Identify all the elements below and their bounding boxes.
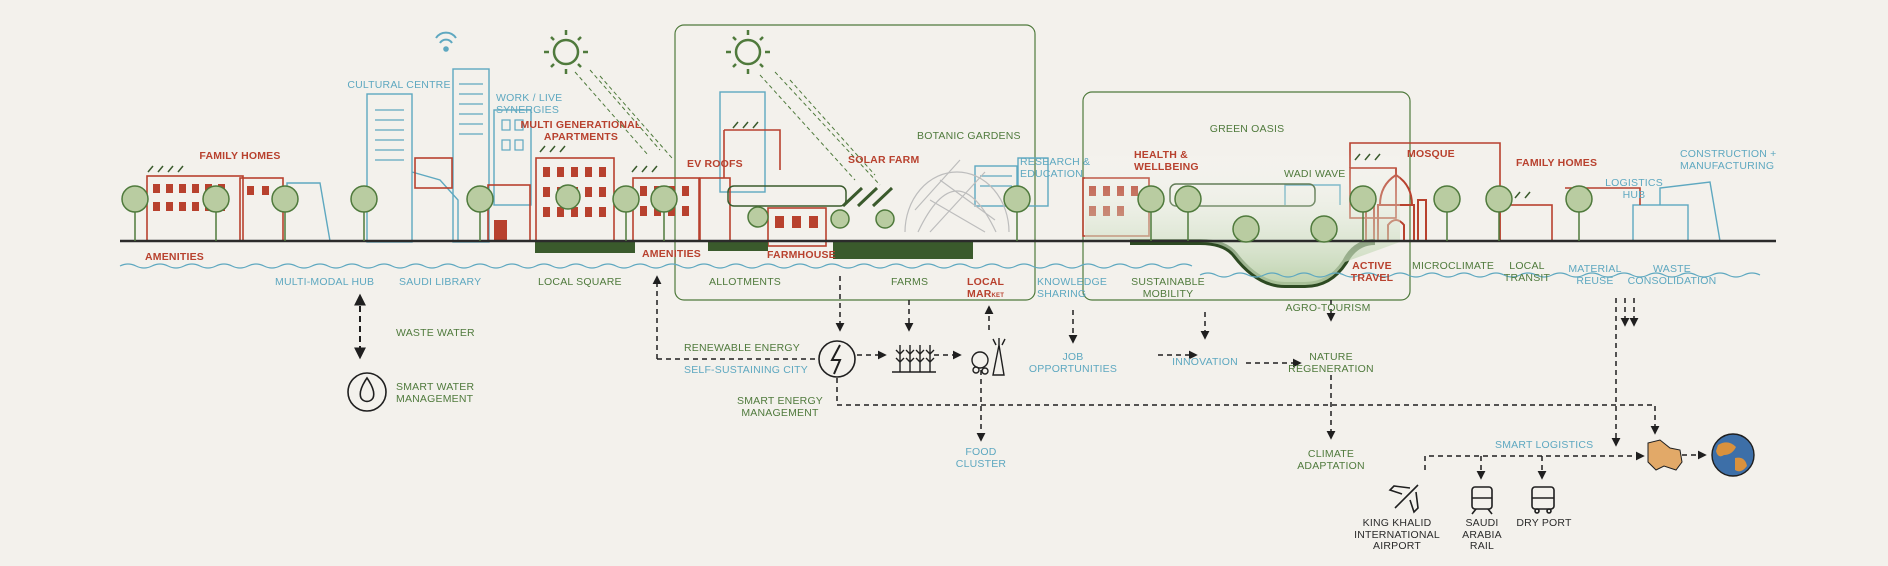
health-wellbeing-label: HEALTH & WELLBEING: [1134, 149, 1199, 173]
amenities-mid-label: AMENITIES: [642, 248, 701, 260]
solar-panels: [841, 186, 894, 208]
crops-icon: [892, 345, 936, 373]
local-market-label: LOCAL MARKET: [967, 276, 1005, 300]
allotments-label: ALLOTMENTS: [709, 276, 782, 288]
farmhouse-label: FARMHOUSE: [767, 249, 836, 261]
vegetables-icon: [971, 338, 1006, 376]
saudi-library-label: SAUDI LIBRARY: [399, 276, 482, 288]
water-line: [1199, 272, 1761, 278]
energy-cycle-icon: [818, 340, 856, 378]
train-icon: [1471, 486, 1493, 515]
smart-energy-label: SMART ENERGY MANAGEMENT: [736, 395, 824, 419]
botanic-dome-icon: [904, 159, 1010, 233]
active-travel-label: ACTIVE TRAVEL: [1350, 260, 1394, 284]
multi-modal-hub-label: MULTI-MODAL HUB: [275, 276, 375, 288]
family-homes-left-label: FAMILY HOMES: [199, 150, 281, 162]
sustainable-mobility-label: SUSTAINABLE MOBILITY: [1131, 276, 1205, 300]
green-oasis-label: GREEN OASIS: [1209, 123, 1285, 135]
water-line: [119, 263, 1193, 269]
roof-solar-marks: [147, 121, 1531, 199]
waste-consolidation-label: WASTE CONSOLIDATION: [1627, 263, 1717, 287]
water-drop-icon: [347, 372, 387, 412]
innovation-label: INNOVATION: [1172, 356, 1238, 368]
multi-generational-label: MULTI GENERATIONAL APARTMENTS: [520, 119, 642, 143]
sun-icon: [726, 30, 770, 74]
smart-logistics-label: SMART LOGISTICS: [1495, 439, 1594, 451]
cultural-centre-label: CULTURAL CENTRE: [347, 79, 451, 91]
flow-arrows: [652, 275, 1707, 480]
agro-tourism-label: AGRO-TOURISM: [1285, 302, 1371, 314]
solar-farm-label: SOLAR FARM: [848, 154, 920, 166]
wadi-wave-label: WADI WAVE: [1284, 168, 1346, 180]
knowledge-sharing-label: KNOWLEDGE SHARING: [1037, 276, 1108, 300]
smart-water-label: SMART WATER MANAGEMENT: [396, 381, 475, 405]
food-cluster-label: FOOD CLUSTER: [955, 446, 1007, 470]
self-sustaining-label: SELF-SUSTAINING CITY: [684, 364, 808, 376]
work-live-label: WORK / LIVE SYNERGIES: [496, 92, 563, 116]
mosque-label: MOSQUE: [1407, 148, 1455, 160]
rail-label: SAUDI ARABIA RAIL: [1462, 517, 1502, 552]
dry-port-label: DRY PORT: [1516, 517, 1572, 529]
sun-icon: [544, 30, 588, 74]
farm-zone-frame: [674, 24, 1036, 301]
sun-rays: [574, 69, 881, 186]
airport-label: KING KHALID INTERNATIONAL AIRPORT: [1354, 517, 1440, 552]
tree-trunks: [134, 212, 1580, 241]
airplane-icon: [1388, 484, 1419, 514]
farms-label: FARMS: [891, 276, 929, 288]
ev-roofs-label: EV ROOFS: [687, 158, 743, 170]
raised-beds: [535, 241, 973, 259]
material-reuse-label: MATERIAL REUSE: [1568, 263, 1622, 287]
family-homes-right-label: FAMILY HOMES: [1516, 157, 1598, 169]
nature-regeneration-label: NATURE REGENERATION: [1288, 351, 1374, 375]
blue-building-windows: [375, 83, 1012, 187]
saudi-arabia-map-icon: [1647, 439, 1683, 471]
amenities-left-label: AMENITIES: [145, 251, 204, 263]
renewable-energy-label: RENEWABLE ENERGY: [684, 342, 801, 354]
construction-label: CONSTRUCTION + MANUFACTURING: [1680, 148, 1777, 172]
climate-adaptation-label: CLIMATE ADAPTATION: [1297, 448, 1365, 472]
waste-water-label: WASTE WATER: [396, 327, 475, 339]
local-square-label: LOCAL SQUARE: [538, 276, 622, 288]
job-opportunities-label: JOB OPPORTUNITIES: [1028, 351, 1118, 375]
globe-icon: [1711, 433, 1755, 477]
microclimate-label: MICROCLIMATE: [1412, 260, 1495, 272]
research-education-label: RESEARCH & EDUCATION: [1020, 156, 1091, 180]
bus-icon: [1531, 486, 1555, 514]
botanic-gardens-label: BOTANIC GARDENS: [917, 130, 1021, 142]
logistics-hub-label: LOGISTICS HUB: [1605, 177, 1663, 201]
wifi-icon: [435, 31, 457, 52]
local-transit-label: LOCAL TRANSIT: [1503, 260, 1551, 284]
